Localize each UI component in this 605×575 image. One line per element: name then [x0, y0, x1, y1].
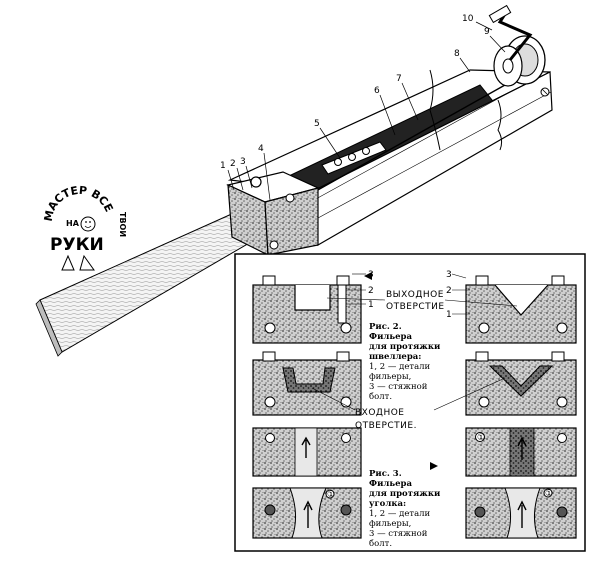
fig2-caption-line: фильеры,	[369, 372, 411, 382]
fig2-caption-line: Рис. 2.	[369, 322, 402, 332]
fig3-caption-line: для протяжки	[369, 489, 441, 499]
part-number-1: 1	[220, 161, 226, 171]
fig3-caption-line: уголка:	[369, 499, 406, 509]
fig3-caption-line: 3 — стяжной	[369, 529, 428, 539]
logo-master-na-vse-ruki: МАСТЕР ВСЕ НА РУКИ ТВОИ	[42, 184, 127, 271]
entry-label-line-1: ВХОДНОЕ	[355, 408, 405, 418]
fig2-caption-line: швеллера:	[369, 352, 421, 362]
arrow-up-icon	[301, 436, 311, 458]
die-channel-entry	[252, 351, 362, 416]
die-angle-entry	[465, 351, 577, 416]
fig2-caption-line: 1, 2 — детали	[369, 362, 431, 372]
detail-panel: ① ① ①	[234, 253, 586, 552]
right-number-3: 3	[446, 270, 452, 280]
part-number-6: 6	[374, 86, 380, 96]
logo-face-icon	[80, 216, 96, 232]
circle-mark: ①	[545, 489, 553, 499]
fig2-caption-line: Фильера	[369, 332, 412, 342]
part-number-4: 4	[258, 144, 264, 154]
fig2-caption-line: для протяжки	[369, 342, 441, 352]
part-number-8: 8	[454, 49, 460, 59]
fig2-caption: Рис. 2. Фильера для протяжки швеллера: 1…	[369, 322, 441, 402]
right-number-1: 1	[446, 310, 452, 320]
fig3-caption-line: болт.	[369, 538, 392, 549]
die-channel-exit	[252, 275, 362, 344]
arrow-up-icon	[517, 436, 527, 460]
circle-mark: ①	[477, 433, 485, 443]
main-figure: 1 2 3 4 5 6 7 8 9 10	[35, 4, 553, 357]
logo-arc-text: МАСТЕР ВСЕ	[42, 184, 116, 223]
exit-label-line-1: ВЫХОДНОЕ	[386, 290, 444, 300]
fig3-caption-line: Рис. 3.	[369, 469, 402, 479]
part-number-5: 5	[314, 119, 320, 129]
entry-label-line-2: ОТВЕРСТИЕ.	[355, 421, 417, 431]
right-number-2: 2	[446, 286, 452, 296]
part-number-9: 9	[484, 27, 490, 37]
die-angle-plan-view: ①	[465, 487, 577, 539]
left-number-1: 1	[368, 300, 374, 310]
die-angle-top-view: ①	[465, 427, 577, 477]
left-number-2: 2	[368, 286, 374, 296]
fig3-caption-line: 1, 2 — детали	[369, 509, 431, 519]
die-block-side	[264, 187, 319, 256]
logo-main-word: РУКИ	[50, 235, 104, 255]
fig3-caption: Рис. 3. Фильера для протяжки уголка: 1, …	[369, 469, 441, 549]
pointer-left-icon	[364, 272, 372, 280]
arrow-up-icon	[303, 500, 313, 528]
exit-label-line-2: ОТВЕРСТИЕ	[386, 302, 445, 312]
circle-mark: ①	[327, 490, 335, 500]
part-number-2: 2	[230, 159, 236, 169]
arrow-up-icon	[517, 500, 527, 528]
part-number-3: 3	[240, 157, 246, 167]
die-channel-top-view	[252, 427, 362, 477]
logo-arc-text-2: НА	[66, 219, 80, 228]
logo-vertical-text: ТВОИ	[118, 212, 127, 237]
part-number-7: 7	[396, 74, 402, 84]
fig2-caption-line: 3 — стяжной	[369, 382, 428, 392]
crank-handle	[497, 13, 533, 61]
die-channel-plan-view: ①	[252, 487, 362, 539]
fig3-caption-line: фильеры,	[369, 519, 411, 529]
pointer-right-icon	[430, 462, 438, 470]
part-number-10: 10	[462, 14, 474, 24]
die-angle-exit	[465, 275, 577, 344]
fig2-caption-line: болт.	[369, 391, 392, 402]
fig3-caption-line: Фильера	[369, 479, 412, 489]
logo-figure-icon	[61, 254, 75, 271]
